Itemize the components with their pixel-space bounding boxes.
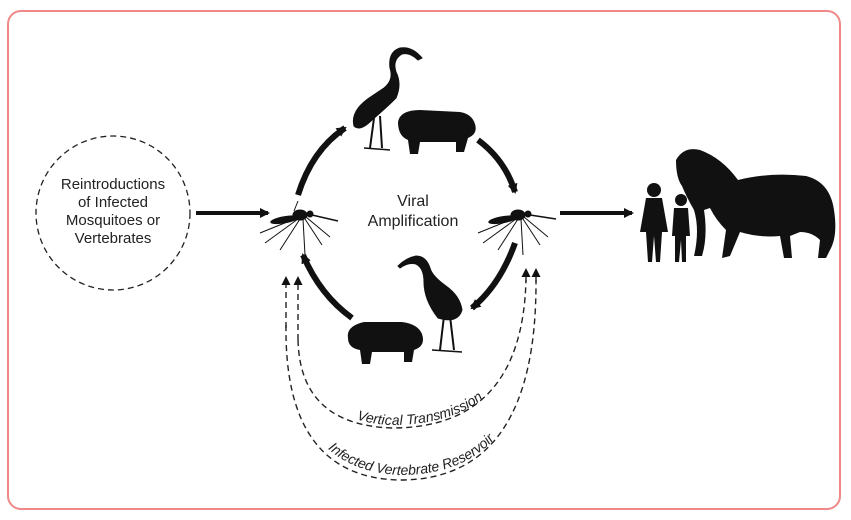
reintroduction-line-4: Vertebrates [75, 230, 152, 247]
reintroduction-line-3: Mosquitoes or [66, 212, 160, 229]
diagram-frame [7, 10, 841, 510]
amplification-cycle [295, 125, 518, 321]
reintroduction-line-2: of Infected [78, 194, 148, 211]
pig-icon [347, 322, 423, 364]
amplification-line-2: Amplification [368, 213, 459, 230]
mosquito-icon [259, 200, 339, 256]
vertical-transmission-path [297, 279, 527, 429]
reintroduction-line-1: Reintroductions [61, 176, 165, 193]
reintroduction-node: Reintroductions of Infected Mosquitoes o… [35, 135, 191, 291]
vertebrate-reservoir-label: Infected Vertebrate Reservoir [326, 429, 498, 478]
vertebrate-reservoir-path [285, 279, 537, 481]
horse-icon [676, 149, 836, 258]
mosquito-icon [477, 209, 557, 256]
pig-icon [398, 110, 476, 154]
heron-icon [397, 255, 463, 353]
amplification-line-1: Viral [397, 193, 429, 210]
children-icon [640, 183, 690, 262]
heron-icon [352, 47, 423, 151]
vertical-transmission-label: Vertical Transmission [356, 388, 486, 428]
